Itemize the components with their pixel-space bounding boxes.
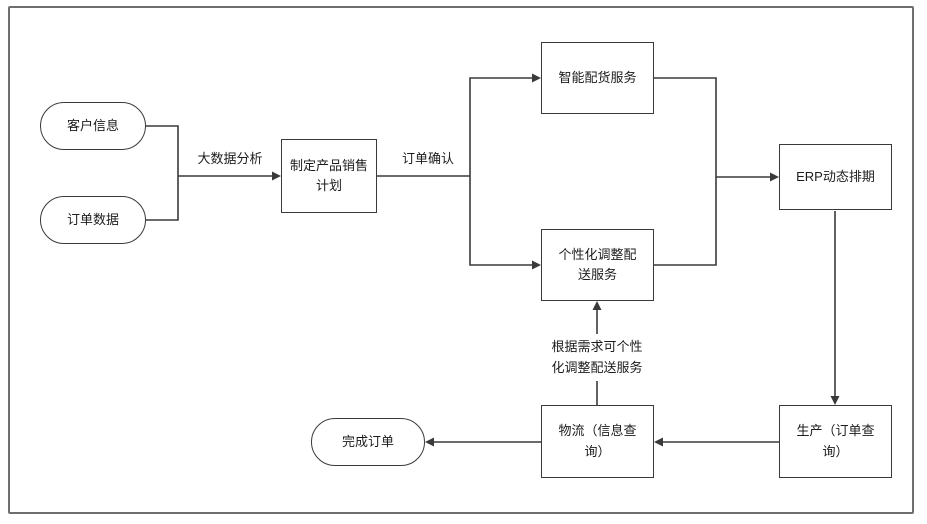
arrowhead-up-into-personalized	[592, 301, 602, 310]
edge-to-personalized	[469, 176, 532, 266]
node-erp-scheduling-label: ERP动态排期	[796, 168, 875, 184]
edge-smart-to-merge	[654, 77, 717, 177]
node-customer-info: 客户信息	[40, 102, 146, 150]
arrowhead-into-erp	[770, 172, 779, 182]
arrowhead-into-production	[830, 396, 840, 405]
node-customer-info-label: 客户信息	[66, 117, 119, 133]
edge-orderdata-to-junction	[146, 176, 179, 221]
arrowhead-into-salesplan	[272, 171, 281, 181]
node-logistics: 物流（信息查询）	[541, 405, 654, 478]
arrowhead-into-smart	[532, 73, 541, 83]
node-complete-order-label: 完成订单	[341, 433, 394, 449]
edge-to-smart-allocation	[469, 77, 532, 176]
node-smart-allocation-label: 智能配货服务	[558, 69, 637, 85]
edge-label-big-data-analysis: 大数据分析	[197, 151, 263, 166]
node-sales-plan-label: 制定产品销售计划	[289, 157, 368, 193]
node-complete-order: 完成订单	[311, 418, 425, 466]
edge-customer-to-junction	[146, 125, 179, 176]
node-personalized-delivery-label: 个性化调整配送服务	[558, 246, 637, 282]
node-smart-allocation: 智能配货服务	[541, 42, 654, 114]
arrowhead-into-personalized	[532, 260, 541, 270]
node-production: 生产（订单查询）	[779, 405, 892, 478]
node-erp-scheduling: ERP动态排期	[779, 144, 892, 210]
node-order-data-label: 订单数据	[66, 211, 119, 227]
node-personalized-delivery: 个性化调整配送服务	[541, 229, 654, 301]
node-sales-plan: 制定产品销售计划	[281, 139, 377, 213]
edge-label-order-confirmation: 订单确认	[401, 151, 454, 166]
node-production-label: 生产（订单查询）	[796, 423, 875, 459]
edge-personalized-to-merge	[654, 177, 717, 266]
arrowhead-into-logistics	[654, 437, 663, 447]
node-logistics-label: 物流（信息查询）	[558, 423, 637, 459]
edge-label-personalization-note: 根据需求可个性化调整配送服务	[548, 334, 646, 381]
arrowhead-into-complete	[425, 437, 434, 447]
diagram-border	[8, 6, 914, 514]
node-order-data: 订单数据	[40, 196, 146, 244]
